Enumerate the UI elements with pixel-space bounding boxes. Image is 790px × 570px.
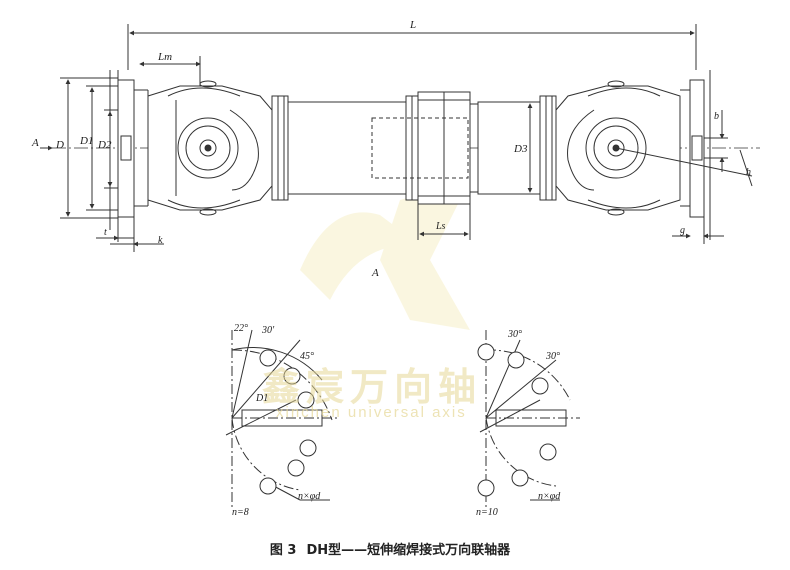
watermark-english: xinchen universal axis [276, 404, 467, 421]
label-Lm: Lm [158, 51, 173, 63]
label-D3: D3 [514, 143, 528, 155]
flange-view-n10 [477, 330, 580, 510]
left-tube [271, 95, 419, 201]
dimension-D2 [104, 109, 118, 189]
angle-45: 45° [300, 351, 314, 362]
dimension-L [127, 24, 697, 70]
figure-title: DH型——短伸缩焊接式万向联轴器 [306, 543, 511, 558]
angle-30-a: 30° [508, 329, 522, 340]
dimension-g [672, 210, 724, 244]
label-A-view: A [372, 267, 379, 279]
figure-number: 图 3 [269, 543, 297, 558]
left-flange [109, 70, 149, 242]
label-h: h [746, 167, 751, 178]
dimension-D1 [86, 85, 118, 211]
dimension-D [60, 77, 118, 219]
label-L: L [410, 19, 417, 31]
flange-view-n8 [225, 329, 340, 510]
label-g: g [680, 225, 685, 236]
label-D: D [56, 139, 64, 151]
dimension-Ls [417, 204, 471, 240]
label-b: b [714, 111, 719, 122]
label-hole-n8: n×φd [298, 491, 321, 502]
label-Ls: Ls [436, 221, 446, 232]
label-D2: D2 [98, 139, 112, 151]
dimension-t-k [96, 210, 164, 252]
label-D1-flange: D1 [256, 393, 269, 404]
label-k: k [158, 235, 163, 246]
watermark-logo [300, 180, 470, 330]
label-hole-n10: n×φd [538, 491, 561, 502]
left-yoke [147, 80, 273, 216]
label-D1: D1 [80, 135, 94, 147]
spline-sleeve [371, 91, 478, 205]
figure-caption: 图 3 DH型——短伸缩焊接式万向联轴器 [0, 539, 790, 558]
right-flange [680, 70, 728, 240]
label-n10: n=10 [476, 507, 498, 518]
label-A-arrow: A [32, 137, 39, 149]
angle-30-b: 30° [546, 351, 560, 362]
angle-30min: 30′ [262, 325, 275, 336]
watermark-chinese: 鑫宸万向轴 [262, 365, 483, 409]
dimension-b-h [615, 110, 753, 187]
label-t: t [104, 227, 107, 238]
angle-22: 22° [234, 323, 248, 334]
label-n8: n=8 [232, 507, 249, 518]
